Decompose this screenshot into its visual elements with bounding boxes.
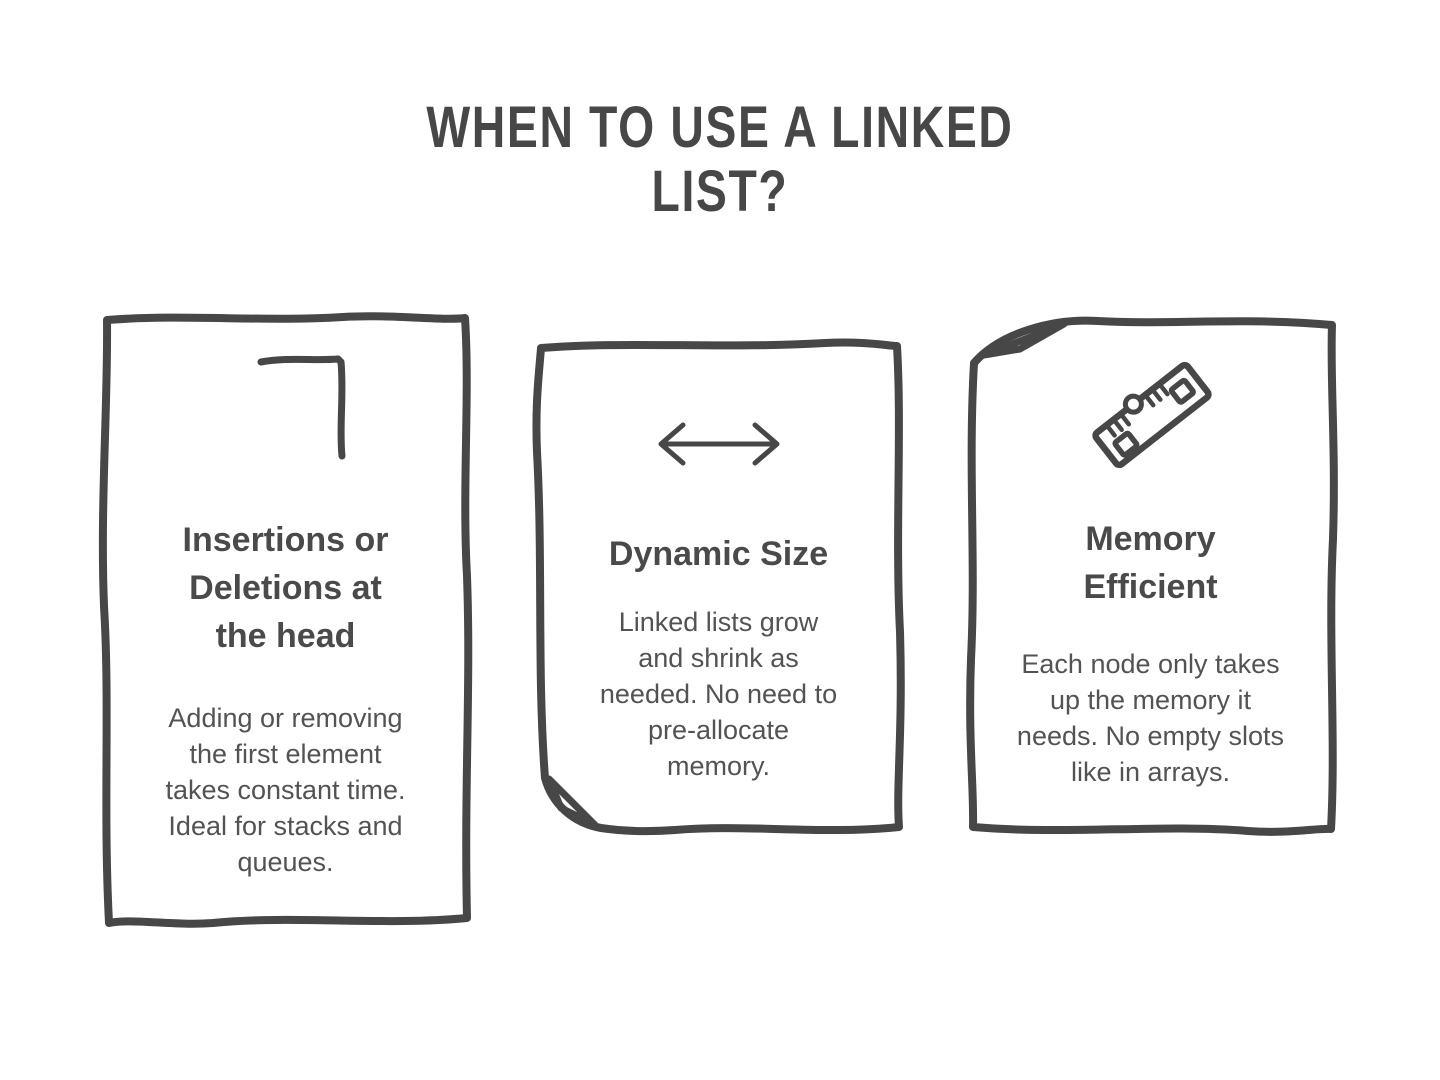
card-memory-efficient: Memory Efficient Each node only takes up… [958,309,1343,840]
card-body: Adding or removing the first element tak… [165,703,406,877]
card-body: Each node only takes up the memory it ne… [1016,649,1285,787]
page-title-line2: LIST? [651,159,789,224]
page-curl-flap [980,320,1068,359]
ram-ruler-icon [1092,361,1212,469]
page-title-line1: WHEN TO USE A LINKED [426,95,1014,160]
card-heading: Insertions or Deletions at the head [182,521,389,655]
card-dynamic-size: Dynamic Size Linked lists grow and shrin… [525,332,912,843]
card-insertions-deletions: Insertions or Deletions at the head Addi… [93,306,478,936]
hand-drawn-card-border-curl-bottom-left [532,338,905,836]
corner-bracket-icon [257,355,346,460]
horizontal-resize-arrow-icon [658,422,780,466]
page-curl-flap [545,775,599,829]
card-heading: Dynamic Size [608,535,829,573]
card-heading: Memory Efficient [1083,520,1218,606]
hand-drawn-card-border-curl-top-left [966,316,1338,836]
page-title: WHEN TO USE A LINKED LIST? [0,96,1440,224]
card-body: Linked lists grow and shrink as needed. … [599,607,838,781]
hand-drawn-card-border [98,312,473,928]
